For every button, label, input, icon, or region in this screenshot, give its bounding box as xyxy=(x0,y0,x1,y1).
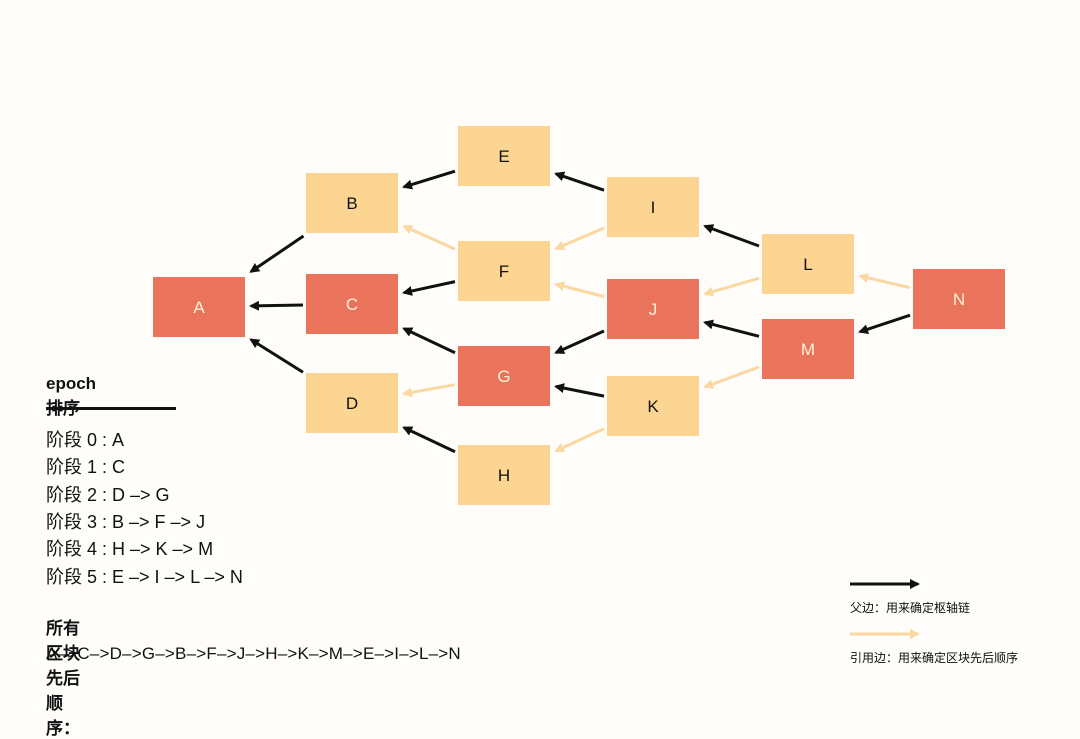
block-rect-f xyxy=(458,241,550,301)
block-rect-l xyxy=(762,234,854,294)
block-node-a: A xyxy=(153,277,245,337)
block-node-k: K xyxy=(607,376,699,436)
block-rect-d xyxy=(306,373,398,433)
block-rect-m xyxy=(762,319,854,379)
parent-edge-b-a xyxy=(249,234,305,273)
block-label-d: D xyxy=(346,394,358,413)
block-label-m: M xyxy=(801,340,815,359)
parent-edge-l-i xyxy=(703,224,760,248)
order-title: 所有区块先后顺序： xyxy=(46,619,80,738)
epoch-line-2: 阶段 2 : D –> G xyxy=(46,485,170,505)
reference-edge-l-j xyxy=(703,276,760,297)
parent-edge-i-e xyxy=(554,171,605,192)
block-label-a: A xyxy=(193,298,205,317)
block-label-k: K xyxy=(647,397,659,416)
block-node-c: C xyxy=(306,274,398,334)
block-label-h: H xyxy=(498,466,510,485)
block-rect-h xyxy=(458,445,550,505)
block-rect-j xyxy=(607,279,699,339)
block-node-h: H xyxy=(458,445,550,505)
block-node-d: D xyxy=(306,373,398,433)
reference-edge-m-k xyxy=(703,365,760,389)
parent-edge-e-b xyxy=(402,169,456,190)
block-label-c: C xyxy=(346,295,358,314)
epoch-line-0: 阶段 0 : A xyxy=(46,430,125,450)
legend-parent-label: 父边：用来确定枢轴链 xyxy=(850,601,971,615)
block-label-i: I xyxy=(651,198,656,217)
block-rect-e xyxy=(458,126,550,186)
parent-edge-d-a xyxy=(249,338,304,374)
dag-diagram: A B C D E F G H I J K L M N xyxy=(153,126,1005,639)
parent-edge-m-j xyxy=(703,319,760,338)
block-node-m: M xyxy=(762,319,854,379)
reference-edge-g-d xyxy=(402,383,456,398)
epoch-line-4: 阶段 4 : H –> K –> M xyxy=(46,539,214,559)
epoch-divider xyxy=(46,407,176,410)
block-rect-a xyxy=(153,277,245,337)
block-rect-g xyxy=(458,346,550,406)
block-label-e: E xyxy=(498,147,509,166)
block-label-g: G xyxy=(497,367,510,386)
block-node-f: F xyxy=(458,241,550,301)
epoch-line-1: 阶段 1 : C xyxy=(46,457,126,477)
block-node-j: J xyxy=(607,279,699,339)
block-rect-c xyxy=(306,274,398,334)
block-label-j: J xyxy=(649,300,658,319)
parent-edge-g-c xyxy=(402,327,456,355)
block-node-e: E xyxy=(458,126,550,186)
block-label-b: B xyxy=(346,194,357,213)
block-rect-n xyxy=(913,269,1005,329)
parent-edge-c-a xyxy=(249,300,304,311)
block-node-n: N xyxy=(913,269,1005,329)
block-rect-i xyxy=(607,177,699,237)
block-node-g: G xyxy=(458,346,550,406)
parent-edge-f-c xyxy=(402,280,456,296)
legend xyxy=(850,579,920,639)
block-label-f: F xyxy=(499,262,509,281)
reference-edge-k-h xyxy=(554,427,605,453)
epoch-line-3: 阶段 3 : B –> F –> J xyxy=(46,512,206,532)
parent-edge-j-g xyxy=(554,329,605,354)
reference-edge-j-f xyxy=(554,281,605,298)
block-label-n: N xyxy=(953,290,965,309)
block-rect-k xyxy=(607,376,699,436)
block-node-b: B xyxy=(306,173,398,233)
epoch-line-5: 阶段 5 : E –> I –> L –> N xyxy=(46,567,243,587)
block-node-i: I xyxy=(607,177,699,237)
reference-edge-n-l xyxy=(858,272,911,290)
block-rect-b xyxy=(306,173,398,233)
legend-reference-label: 引用边：用来确定区块先后顺序 xyxy=(850,651,1019,665)
reference-edge-f-b xyxy=(402,224,456,251)
block-node-l: L xyxy=(762,234,854,294)
reference-edge-i-f xyxy=(554,226,605,251)
parent-edge-h-d xyxy=(402,426,456,454)
parent-edge-k-g xyxy=(554,383,605,398)
parent-edge-n-m xyxy=(858,313,911,335)
epoch-title: epoch 排序 xyxy=(46,374,97,418)
order-sequence: A–>C–>D–>G–>B–>F–>J–>H–>K–>M–>E–>I–>L–>N xyxy=(46,644,461,663)
block-label-l: L xyxy=(803,255,812,274)
